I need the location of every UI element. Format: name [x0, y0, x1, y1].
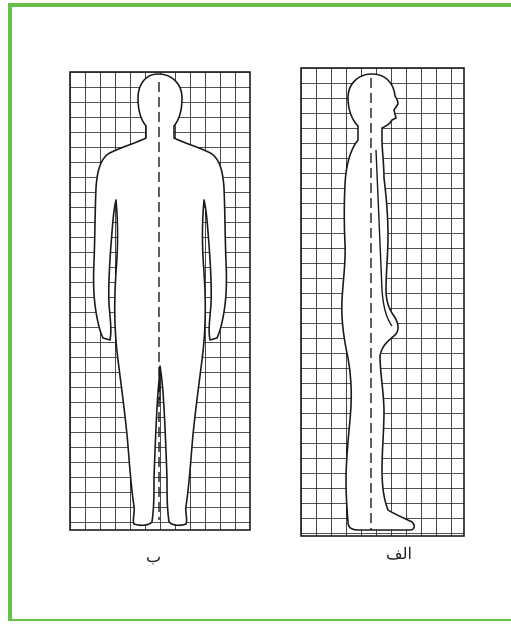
side-view-panel	[301, 68, 464, 536]
side-view-label: الف	[386, 544, 412, 563]
back-view-panel	[70, 72, 250, 530]
back-view-label: ب	[146, 547, 161, 566]
